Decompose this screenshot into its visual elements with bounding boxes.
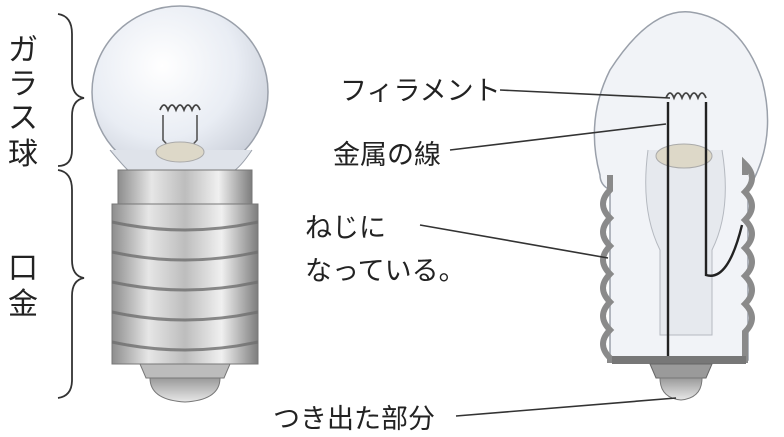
tip-label: つき出た部分 xyxy=(273,404,435,435)
screw-label-line2: なっている。 xyxy=(305,256,466,287)
external-bulb-illustration xyxy=(91,5,269,403)
glass-bulb-label-char: ガ xyxy=(8,33,38,68)
glass-bulb-label-char: 球 xyxy=(8,137,38,172)
base-label-char: 口 xyxy=(8,251,38,286)
screw-label-line1: ねじに xyxy=(305,213,386,244)
metal-wire-leader-line xyxy=(449,123,667,151)
cross-section-bulb-illustration xyxy=(593,11,769,401)
filament-label: フィラメント xyxy=(340,76,501,107)
base-label-char: 金 xyxy=(8,287,38,322)
glass-bulb-brace xyxy=(57,13,85,167)
glass-bulb-label: ガ ラ ス 球 xyxy=(8,33,38,172)
glass-bulb-label-char: ス xyxy=(8,101,38,136)
glass-bulb-label-char: ラ xyxy=(8,67,38,102)
filament-leader-line xyxy=(499,89,671,99)
screw-leader-line xyxy=(419,224,609,259)
tip-leader-line xyxy=(455,397,677,417)
metal-wire-label: 金属の線 xyxy=(333,140,441,171)
base-label: 口 金 xyxy=(8,251,38,322)
base-brace xyxy=(57,169,85,399)
